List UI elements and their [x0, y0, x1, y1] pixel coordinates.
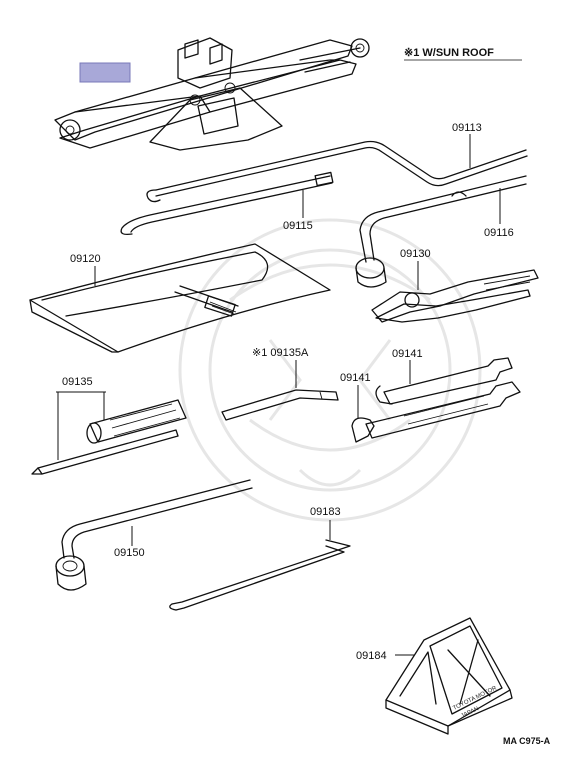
- label-09115: 09115: [283, 220, 313, 232]
- part-09183-pry-bar[interactable]: [169, 539, 351, 611]
- label-09141-a: 09141: [392, 348, 423, 360]
- part-09150-socket-wrench[interactable]: [55, 479, 253, 591]
- highlight-box: [79, 62, 131, 83]
- part-09130-pliers[interactable]: [371, 269, 539, 323]
- part-09184-wheel-chock[interactable]: [385, 617, 513, 735]
- label-09135a: ※1 09135A: [252, 347, 309, 359]
- label-09116: 09116: [484, 227, 514, 239]
- part-09135-screwdriver[interactable]: [31, 399, 187, 475]
- label-09113: 09113: [452, 122, 482, 134]
- part-09120-tool-bag[interactable]: [29, 243, 331, 353]
- part-09116-wrench[interactable]: [355, 175, 527, 288]
- drawing-code: MA C975-A: [503, 736, 551, 746]
- part-09141-wrench-lower[interactable]: [351, 381, 521, 443]
- part-09115-handle[interactable]: [120, 171, 334, 236]
- label-09120: 09120: [70, 253, 101, 265]
- label-09130: 09130: [400, 248, 431, 260]
- part-09135a-l-key[interactable]: [221, 389, 339, 421]
- sunroof-note: ※1 W/SUN ROOF: [404, 47, 494, 59]
- label-09141-b: 09141: [340, 372, 371, 384]
- part-09113-rod[interactable]: [146, 140, 528, 203]
- label-09135: 09135: [62, 376, 93, 388]
- part-09141-wrench-upper[interactable]: [375, 357, 513, 405]
- scissor-jack[interactable]: [54, 37, 370, 151]
- label-09184: 09184: [356, 650, 387, 662]
- leader-09135: [56, 391, 106, 460]
- label-09150: 09150: [114, 547, 145, 559]
- watermark-emblem: [178, 218, 482, 522]
- label-09183: 09183: [310, 506, 341, 518]
